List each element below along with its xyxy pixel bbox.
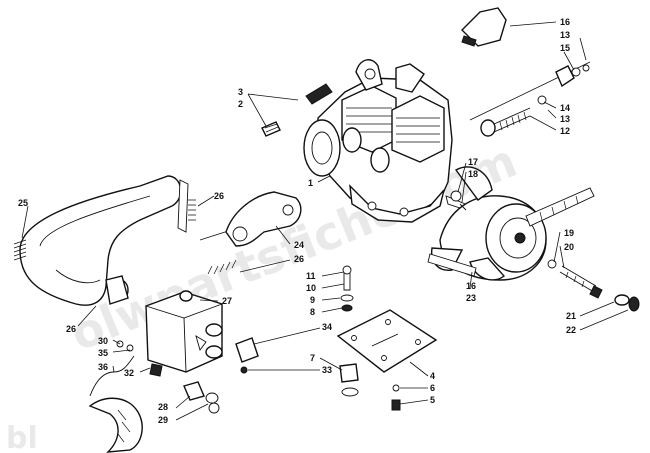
callout-12: 12: [560, 126, 570, 136]
engine-assembly: [303, 59, 473, 223]
engine-mount-16: [461, 7, 507, 47]
callout-18: 17: [468, 157, 478, 167]
callout-16: 16: [560, 17, 570, 27]
grommets-29-30: [183, 381, 220, 414]
drive-clutch: [427, 166, 595, 281]
callout-11: 11: [306, 271, 316, 281]
hardware-8-11: [340, 265, 354, 312]
callout-13b: 13: [560, 114, 570, 124]
callout-3: 3: [238, 87, 243, 97]
rubber-mount-7: [339, 363, 359, 397]
clutch-bolt: [547, 259, 603, 299]
callout-15: 15: [560, 43, 570, 53]
callout-32b: 32: [124, 368, 134, 378]
exhaust-pipe: [19, 175, 182, 306]
callout-17: 16: [466, 281, 476, 291]
callout-20: 19: [564, 228, 574, 238]
callout-2: 2: [238, 99, 243, 109]
callout-36: 36: [98, 362, 108, 372]
callout-10: 10: [306, 283, 316, 293]
callout-26a: 25: [18, 198, 28, 208]
callout-19: 18: [468, 169, 478, 179]
callout-30: 29: [158, 415, 168, 425]
callout-1: 1: [308, 178, 313, 188]
callout-5: 5: [430, 395, 435, 405]
callout-32a: 30: [98, 336, 108, 346]
callout-9: 9: [310, 295, 315, 305]
callout-33: 33: [322, 365, 332, 375]
exhaust-manifold: [225, 191, 302, 247]
callout-4: 4: [430, 371, 435, 381]
callout-26c: 26: [294, 254, 304, 264]
muffler: [145, 290, 223, 377]
washers-22-23: [614, 294, 640, 312]
callout-27: 26: [66, 324, 76, 334]
callout-labels: 16 13 15 14 13 12 3 2 1 17 18 19 20 16 2…: [18, 17, 576, 425]
callout-21: 20: [564, 242, 574, 252]
callout-8: 8: [310, 307, 315, 317]
callout-35: 35: [98, 348, 108, 358]
callout-34: 34: [322, 322, 332, 332]
bracket-2: [261, 121, 281, 137]
callout-26b: 26: [214, 191, 224, 201]
callout-22: 21: [566, 311, 576, 321]
callout-7: 7: [310, 353, 315, 363]
hardware-5-6: [391, 384, 401, 411]
bolt-12: [480, 107, 531, 137]
callout-28: 27: [222, 296, 232, 306]
callout-14: 14: [560, 103, 570, 113]
callout-13a: 13: [560, 30, 570, 40]
muffler-mount-33-34: [235, 337, 259, 374]
mount-hardware: [537, 64, 590, 105]
watermark-fragment: bl: [6, 421, 38, 453]
callout-29: 28: [158, 402, 168, 412]
callout-23: 22: [566, 325, 576, 335]
springs-26: [13, 199, 237, 275]
stud-1: [177, 179, 189, 233]
bracket-3: [305, 83, 333, 105]
callout-24: 23: [466, 293, 476, 303]
leader-lines: [21, 21, 629, 421]
callout-25: 24: [294, 240, 304, 250]
heat-shield: [88, 397, 143, 453]
engine-plate: [336, 309, 438, 373]
callout-6: 6: [430, 383, 435, 393]
